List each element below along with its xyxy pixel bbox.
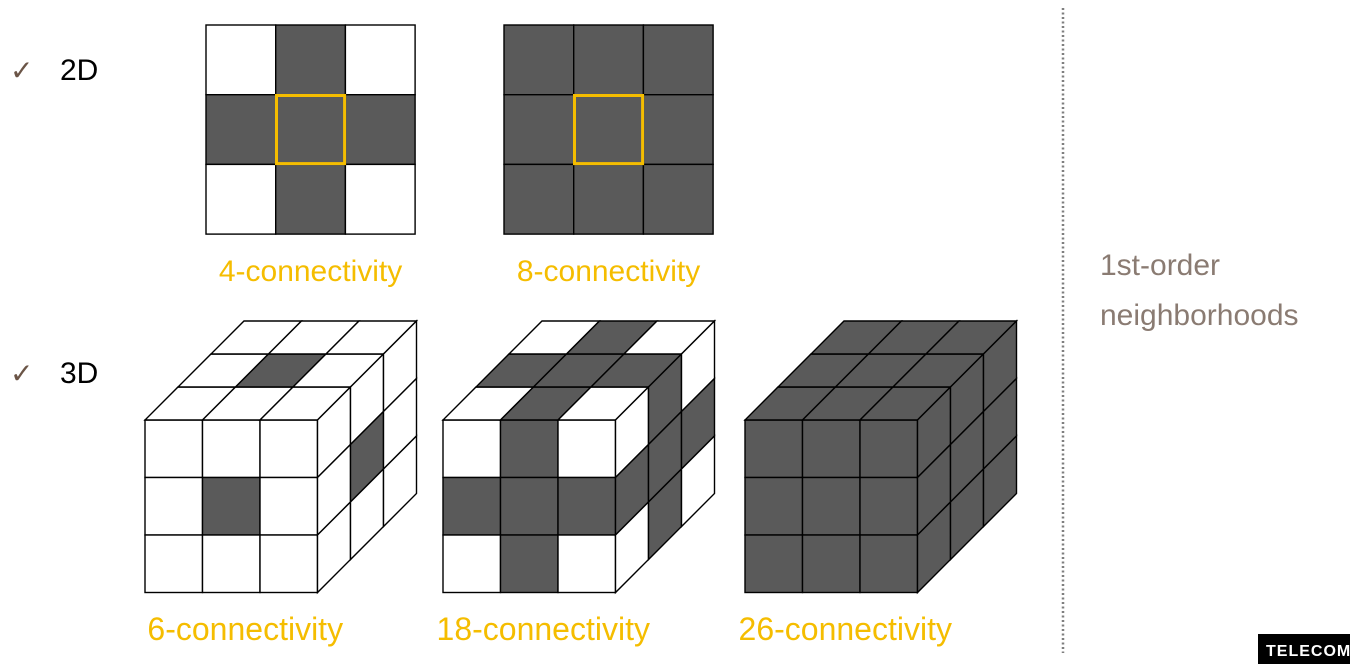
cube-front-cell — [801, 419, 861, 479]
grid-cell — [573, 163, 645, 235]
cube-front-cell — [499, 534, 559, 594]
grid-cell — [503, 163, 575, 235]
grid-cell — [344, 163, 416, 235]
cube-front-cell — [259, 476, 319, 536]
cube-front-cell — [859, 476, 919, 536]
grid-cell — [205, 163, 277, 235]
grid-cell — [205, 93, 277, 166]
grid-cell — [642, 24, 714, 96]
cube-front-cell — [259, 534, 319, 594]
cube-front-cell — [201, 419, 261, 479]
cube-right-cell — [382, 434, 418, 529]
cube-front-cell — [557, 419, 617, 479]
cube-front-cell — [442, 419, 502, 479]
cube-front-cell — [801, 534, 861, 594]
cube-front-cell — [744, 534, 804, 594]
cube-front-cell — [499, 419, 559, 479]
grid-cell — [573, 24, 645, 96]
grid-cell — [573, 93, 645, 166]
cube-front-cell — [144, 419, 204, 479]
cube-right-cell — [982, 434, 1018, 529]
center-pixel-highlight — [573, 94, 645, 166]
grid-cell — [642, 163, 714, 235]
connectivity-label: 18-connectivity — [437, 611, 650, 647]
cube-front-cell — [442, 534, 502, 594]
cube-front-cell — [557, 476, 617, 536]
side-note-line: 1st-order — [1100, 249, 1220, 282]
connectivity-label: 8-connectivity — [517, 255, 700, 288]
check-icon: ✓ — [10, 358, 33, 389]
connectivity-label: 26-connectivity — [739, 611, 952, 647]
grid-cell — [275, 163, 347, 235]
cube-right-cell — [680, 434, 716, 529]
center-pixel-highlight — [275, 94, 347, 166]
grid-cell — [344, 24, 416, 96]
check-icon: ✓ — [10, 55, 33, 86]
cube-front-cell — [859, 419, 919, 479]
logo-text: TELECOM — [1266, 643, 1350, 660]
cube-front-cell — [744, 476, 804, 536]
row-label: 2D — [60, 54, 98, 87]
cube-front-cell — [259, 419, 319, 479]
grid-cell — [275, 93, 347, 166]
cube-front-cell — [744, 419, 804, 479]
cube-front-cell — [442, 476, 502, 536]
connectivity-label: 4-connectivity — [219, 255, 402, 288]
side-note-line: neighborhoods — [1100, 299, 1299, 332]
connectivity-label: 6-connectivity — [147, 611, 343, 647]
grid-cell — [275, 24, 347, 96]
cube-front-cell — [144, 534, 204, 594]
row-label: 3D — [60, 357, 98, 390]
grid-cell — [503, 93, 575, 166]
grid-cell — [205, 24, 277, 96]
grid-cell — [642, 93, 714, 166]
grid-cell — [344, 93, 416, 166]
cube-front-cell — [499, 476, 559, 536]
cube-front-cell — [144, 476, 204, 536]
cube-front-cell — [859, 534, 919, 594]
cube-front-cell — [801, 476, 861, 536]
cube-front-cell — [201, 534, 261, 594]
cube-front-cell — [557, 534, 617, 594]
grid-cell — [503, 24, 575, 96]
cube-front-cell — [201, 476, 261, 536]
telecom-logo: TELECOM — [1258, 634, 1350, 664]
